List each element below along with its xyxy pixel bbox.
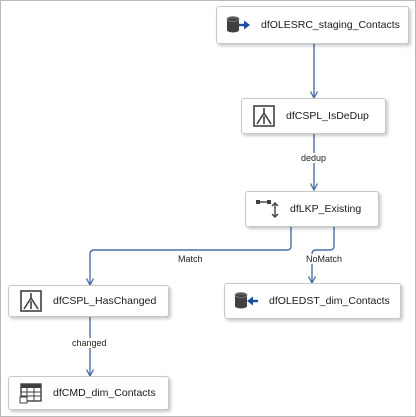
conditional-split-icon xyxy=(250,104,278,128)
path-label-changed: changed xyxy=(71,338,108,348)
path-match[interactable] xyxy=(90,227,292,285)
node-label: dfCSPL_IsDeDup xyxy=(286,110,369,122)
path-label-dedup: dedup xyxy=(300,153,328,163)
node-ole-db-source[interactable]: dfOLESRC_staging_Contacts xyxy=(216,6,409,44)
path-label-nomatch: NoMatch xyxy=(305,254,344,264)
conditional-split-icon xyxy=(17,289,45,313)
lookup-icon xyxy=(254,197,282,221)
ole-db-source-icon xyxy=(225,13,253,37)
ole-db-command-icon xyxy=(17,381,45,405)
node-lookup[interactable]: dfLKP_Existing xyxy=(245,191,379,227)
node-label: dfCSPL_HasChanged xyxy=(53,295,157,307)
node-label: dfLKP_Existing xyxy=(290,203,362,215)
node-conditional-split-dedup[interactable]: dfCSPL_IsDeDup xyxy=(241,98,386,134)
node-ole-db-destination[interactable]: dfOLEDST_dim_Contacts xyxy=(224,283,401,319)
ole-db-destination-icon xyxy=(233,289,261,313)
path-label-match: Match xyxy=(177,254,204,264)
node-label: dfOLEDST_dim_Contacts xyxy=(269,295,390,307)
path-nomatch[interactable] xyxy=(312,227,335,283)
node-label: dfCMD_dim_Contacts xyxy=(53,387,156,399)
node-ole-db-command[interactable]: dfCMD_dim_Contacts xyxy=(8,376,169,410)
node-conditional-split-haschanged[interactable]: dfCSPL_HasChanged xyxy=(8,285,169,317)
node-label: dfOLESRC_staging_Contacts xyxy=(261,19,400,31)
